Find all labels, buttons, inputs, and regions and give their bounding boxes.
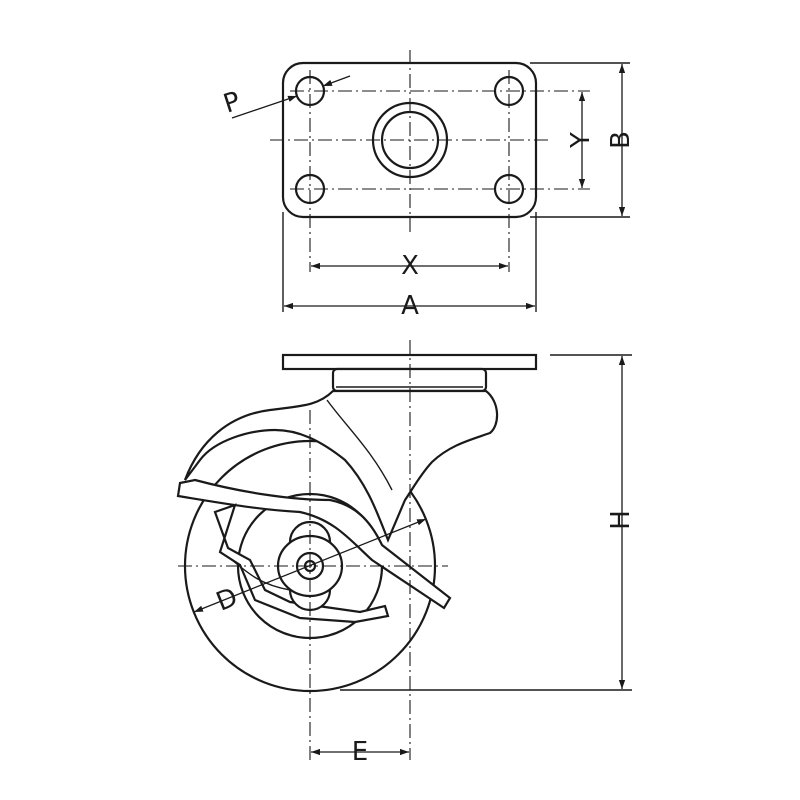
dimension-b-label: B <box>606 131 636 149</box>
dimension-x-label: X <box>401 251 419 281</box>
dimension-a-label: A <box>401 291 419 321</box>
dimension-e-label: E <box>352 737 368 767</box>
dimension-p-leader-far <box>322 75 351 87</box>
dimension-d-line <box>193 518 427 613</box>
dimension-p-leader <box>231 95 298 119</box>
brake-lever <box>176 478 452 610</box>
swivel-fork <box>183 389 499 543</box>
dimension-h-label: H <box>606 510 636 530</box>
side-view: H D E <box>176 340 636 767</box>
top-view: Y B X A P <box>220 50 636 321</box>
dimension-y-label: Y <box>566 132 596 149</box>
dimension-p-label: P <box>220 86 244 119</box>
fork-inner-edge <box>326 399 393 491</box>
